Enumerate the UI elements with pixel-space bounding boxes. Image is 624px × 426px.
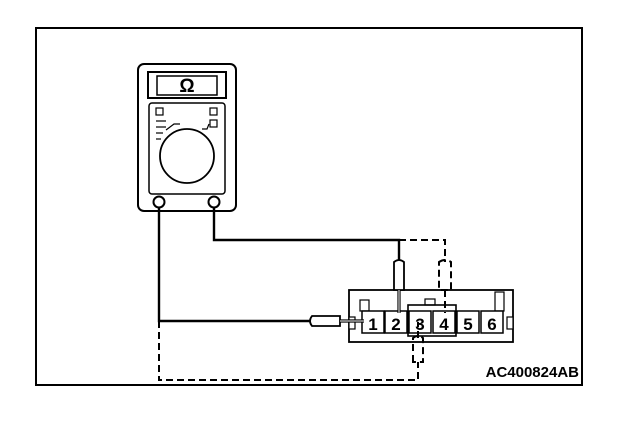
probe-pin-2 <box>393 259 405 313</box>
dial-tick-marks <box>156 120 210 140</box>
connector-tab-right <box>494 291 505 312</box>
pin-cell-2 <box>384 310 408 334</box>
jumper-lead-right <box>399 239 446 262</box>
jack-left <box>152 195 166 209</box>
pin-cell-6 <box>480 310 504 334</box>
connector-side-left <box>348 316 356 330</box>
lead-wire-right <box>212 207 401 262</box>
probe-handle-horizontal <box>309 315 341 327</box>
rotary-dial <box>159 128 215 184</box>
range-indicator-left <box>155 107 164 116</box>
range-indicator-right-bottom <box>209 119 218 128</box>
meter-display-inner <box>156 75 218 96</box>
connector-tab-left <box>359 299 370 312</box>
pin-label-2: 2 <box>391 315 400 334</box>
pin-label-5: 5 <box>463 315 472 334</box>
pin-label-6: 6 <box>487 315 496 334</box>
jumper-clip-pin-4 <box>438 259 452 291</box>
pin-label-3: 3 <box>415 315 424 334</box>
probe-handle-vertical <box>393 259 405 291</box>
jumper-wire-dashed <box>158 239 452 381</box>
pin-cell-5 <box>456 310 480 334</box>
pin-cell-3 <box>408 310 432 334</box>
ohm-symbol: Ω <box>179 76 194 97</box>
figure-code: AC400824AB <box>486 364 580 381</box>
jumper-lead-left <box>158 321 419 381</box>
jumper-clip-pin-3 <box>412 335 424 363</box>
connector: 1 2 3 4 5 6 <box>348 289 514 343</box>
probe-pin-1 <box>309 315 364 327</box>
connector-latch <box>424 298 436 306</box>
multimeter: Ω <box>137 63 237 212</box>
pin-3-4-terminal-frame <box>407 304 457 337</box>
pin-label-1: 1 <box>368 315 377 334</box>
pin-cell-4 <box>432 310 456 334</box>
pin-label-4: 4 <box>439 315 449 334</box>
range-indicator-right-top <box>209 107 218 116</box>
jack-right <box>207 195 221 209</box>
connector-side-right <box>506 316 514 330</box>
